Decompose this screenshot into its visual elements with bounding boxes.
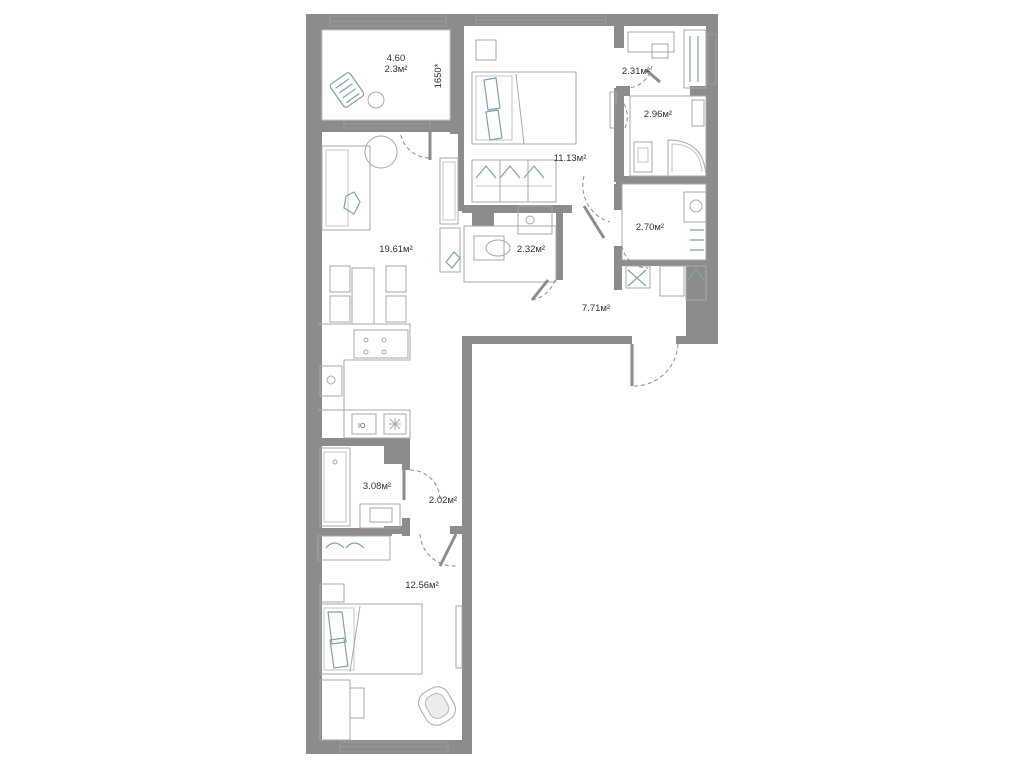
balcony-label: 4.60: [387, 53, 406, 64]
bath-2-area-label: 3.08м²: [363, 481, 391, 492]
wardrobe-furniture: [621, 183, 707, 301]
bath-1-furniture: [614, 95, 707, 177]
wc-2-furniture: [463, 205, 557, 301]
living-furniture: IO: [318, 127, 461, 439]
bath-1-area-label: 2.96м²: [644, 109, 672, 120]
wc-1-area-label: 2.31м²: [622, 66, 650, 77]
bedroom-2-furniture: [317, 535, 463, 741]
corridor-door: [419, 533, 458, 567]
wc-2-area-label: 2.32м²: [517, 244, 545, 255]
wc-1-furniture: [623, 29, 707, 89]
entry-door: [630, 343, 679, 387]
svg-text:IO: IO: [358, 423, 366, 430]
balcony-dimension-label: 1650*: [433, 63, 444, 88]
bedroom-1-furniture: [471, 39, 617, 239]
corridor-area-label: 2.02м²: [429, 495, 457, 506]
balcony-area-label: 2.3м²: [385, 64, 408, 75]
bedroom-2-area-label: 12.56м²: [405, 580, 438, 591]
room-labels: 4.60 2.3м² 11.13м² 2.31м² 2.96м² 2.70м² …: [363, 53, 672, 591]
hall-area-label: 7.71м²: [582, 303, 610, 314]
bath-2-furniture: [319, 447, 441, 529]
windows: [329, 15, 717, 753]
balcony-furniture: [321, 29, 451, 121]
balcony-length: 4.60: [387, 53, 406, 64]
living-kitchen-area-label: 19.61м²: [379, 244, 412, 255]
wardrobe-area-label: 2.70м²: [636, 222, 664, 233]
bedroom-1-area-label: 11.13м²: [554, 153, 587, 164]
